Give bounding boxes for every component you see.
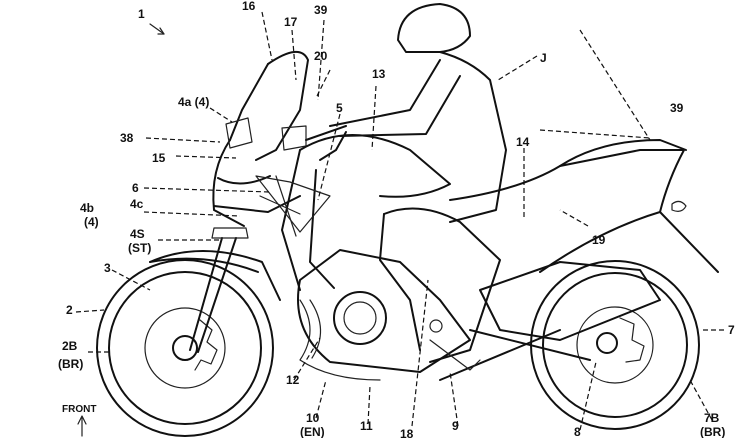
label-18: 18 bbox=[400, 427, 414, 438]
label-4s: 4S bbox=[130, 227, 145, 241]
label-10: 10 bbox=[306, 411, 320, 425]
label-4s-sub: (ST) bbox=[128, 241, 151, 255]
label-16: 16 bbox=[242, 0, 256, 13]
label-13: 13 bbox=[372, 67, 386, 81]
label-8: 8 bbox=[574, 425, 581, 438]
label-19: 19 bbox=[592, 233, 606, 247]
label-4a: 4a (4) bbox=[178, 95, 209, 109]
front-wheel bbox=[96, 259, 274, 437]
label-4b: 4b bbox=[80, 201, 94, 215]
label-2b-sub: (BR) bbox=[58, 357, 83, 371]
label-14: 14 bbox=[516, 135, 530, 149]
label-7b: 7B bbox=[704, 411, 720, 425]
label-5: 5 bbox=[336, 101, 343, 115]
rear-body bbox=[439, 139, 719, 381]
label-20: 20 bbox=[314, 49, 328, 63]
label-J: J bbox=[540, 51, 547, 65]
label-10-sub: (EN) bbox=[300, 425, 325, 438]
label-front: FRONT bbox=[62, 404, 96, 415]
label-17: 17 bbox=[284, 15, 298, 29]
label-7b-sub: (BR) bbox=[700, 425, 725, 438]
label-2b: 2B bbox=[62, 339, 78, 353]
label-6: 6 bbox=[132, 181, 139, 195]
label-38: 38 bbox=[120, 131, 134, 145]
label-4c: 4c bbox=[130, 197, 144, 211]
label-4b-sub: (4) bbox=[84, 215, 99, 229]
label-3: 3 bbox=[104, 261, 111, 275]
rear-wheel bbox=[530, 260, 700, 430]
label-12: 12 bbox=[286, 373, 300, 387]
label-11: 11 bbox=[360, 419, 373, 433]
rider bbox=[329, 3, 507, 371]
label-39-rear: 39 bbox=[670, 101, 684, 115]
label-39-top: 39 bbox=[314, 3, 328, 17]
tank-frame bbox=[255, 125, 451, 291]
label-7: 7 bbox=[728, 323, 735, 337]
front-fork bbox=[149, 227, 281, 353]
label-9: 9 bbox=[452, 419, 459, 433]
part-labels: 1 16 17 39 20 13 J 4a (4) 5 38 39 15 6 1… bbox=[58, 0, 735, 438]
engine bbox=[297, 249, 471, 381]
front-fairing bbox=[212, 51, 309, 227]
label-15: 15 bbox=[152, 151, 166, 165]
leader-lines bbox=[75, 11, 724, 437]
label-2: 2 bbox=[66, 303, 73, 317]
label-fig: 1 bbox=[138, 7, 145, 21]
